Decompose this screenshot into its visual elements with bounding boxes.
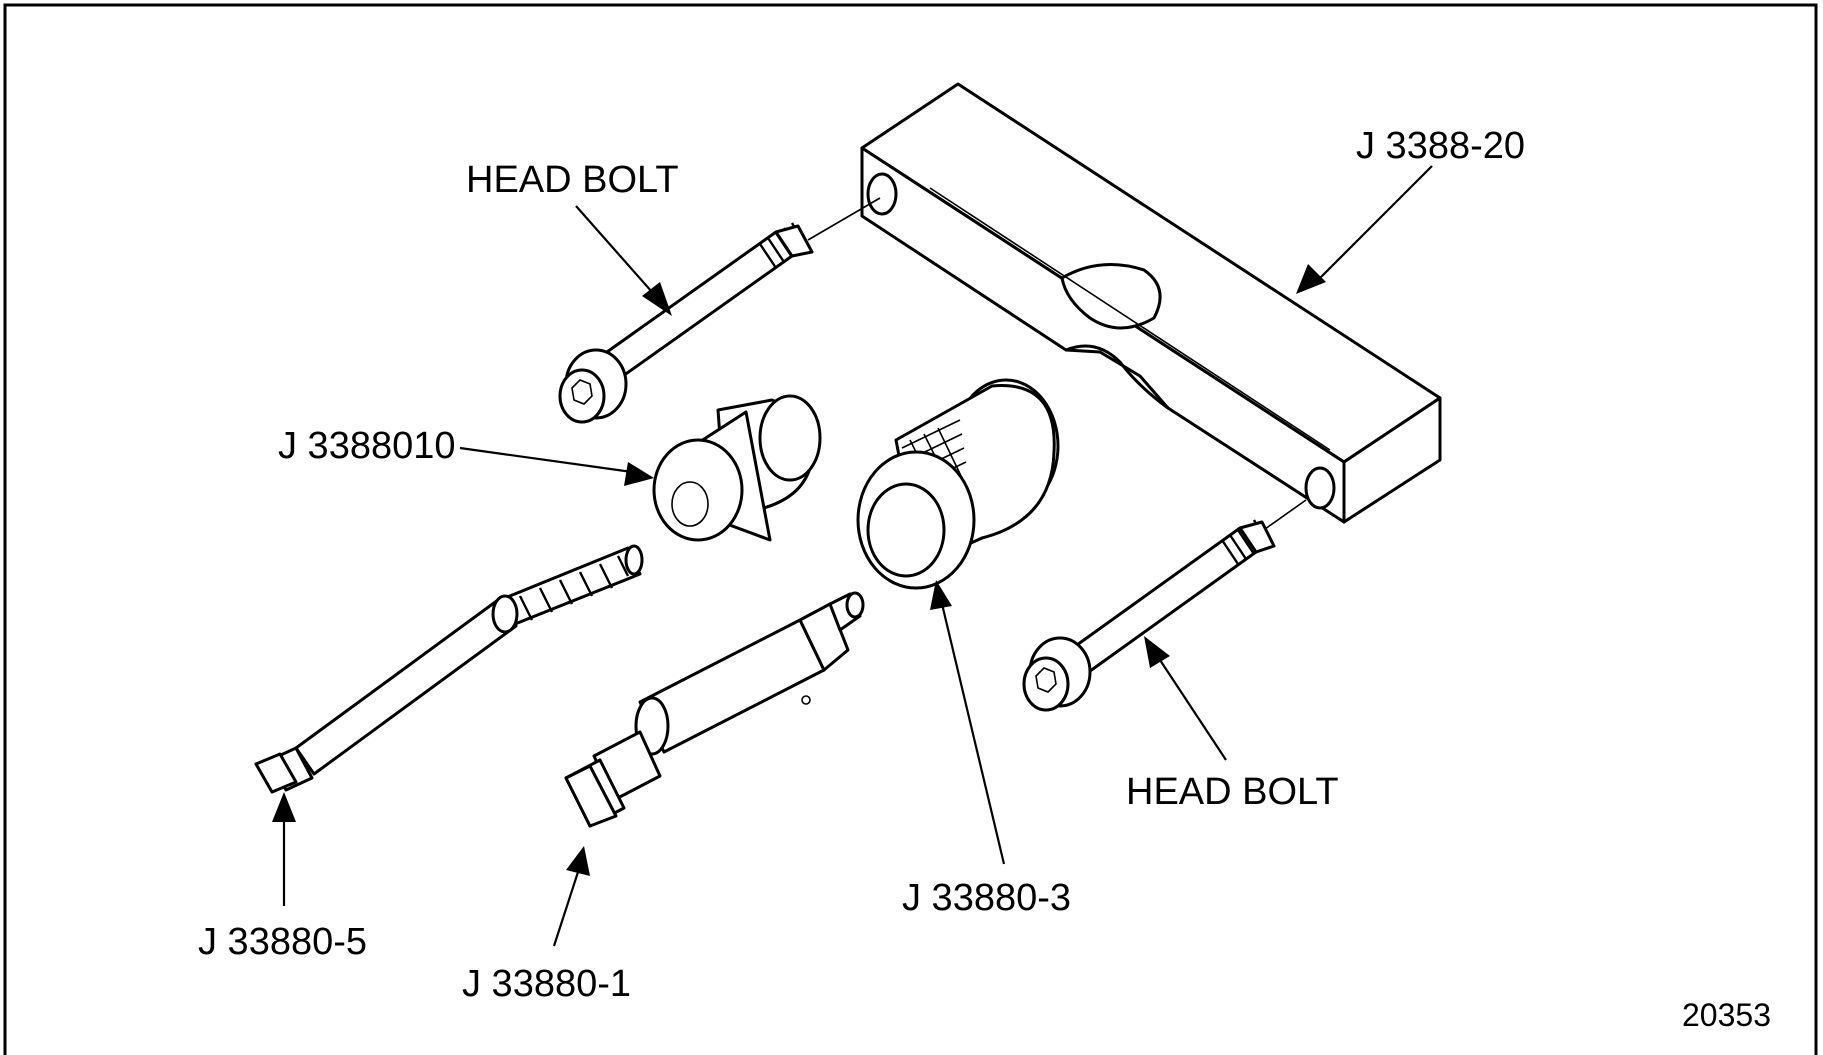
leader-head-bolt-top (575, 205, 672, 316)
knurled-nut-j33880-3 (856, 378, 1060, 590)
adapter-j33880-1 (564, 591, 865, 828)
leader-j33880-3 (930, 580, 1006, 865)
label-j33880-5: J 33880-5 (198, 921, 367, 963)
leader-j3388010 (459, 446, 654, 486)
leader-j33880-5 (272, 792, 296, 906)
diagram-border (3, 3, 1818, 1055)
leader-j33880-1 (552, 846, 590, 947)
label-j33880-1: J 33880-1 (462, 963, 631, 1005)
sleeve-j3388010 (652, 394, 822, 542)
leader-head-bolt-bottom (1144, 636, 1227, 761)
label-j3388-20: J 3388-20 (1356, 125, 1525, 167)
label-j33880-3: J 33880-3 (902, 877, 1071, 919)
head-bolt-bottom (1022, 499, 1307, 712)
label-j3388010: J 3388010 (278, 425, 456, 467)
label-head-bolt-bottom: HEAD BOLT (1126, 771, 1339, 813)
leader-j3388-20 (1296, 165, 1433, 294)
bridge-bar-j3388-20 (860, 82, 1442, 524)
head-bolt-top (558, 197, 881, 424)
shaft-j33880-5 (254, 544, 644, 794)
figure-number: 20353 (1682, 997, 1771, 1033)
label-head-bolt-top: HEAD BOLT (466, 159, 679, 201)
